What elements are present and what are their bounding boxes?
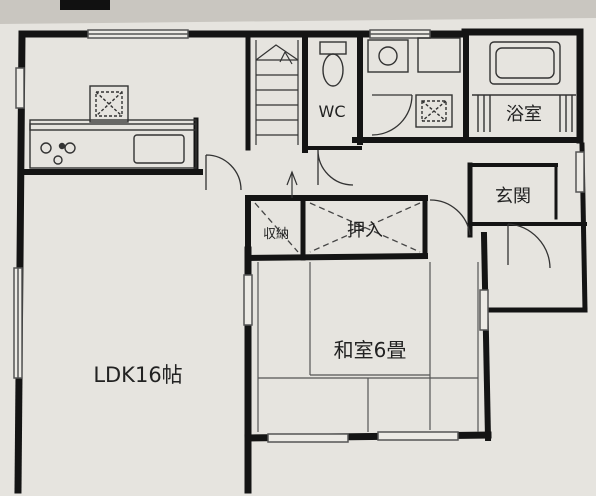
washroom-fixtures <box>367 37 461 128</box>
stove-burner-icon <box>53 155 63 165</box>
window-washitsu-bottom-a <box>267 433 349 443</box>
doors <box>205 94 551 269</box>
range-hood-inner <box>95 91 123 117</box>
room-label-oshiire: 押入 <box>347 220 383 241</box>
window-entrance-right <box>575 151 585 193</box>
washbasin-bowl-icon <box>378 46 398 66</box>
door-wash <box>371 94 413 136</box>
room-label-washitsu: 和室6畳 <box>334 338 407 362</box>
room-label-ldk: LDK16帖 <box>93 363 182 387</box>
interior-walls <box>19 31 587 262</box>
stove-burner-icon <box>40 142 52 154</box>
window-left-upper <box>15 67 25 109</box>
room-label-wc: WC <box>319 102 346 121</box>
door-washitsu <box>429 199 471 236</box>
bathtub-inner <box>495 47 555 79</box>
paper-top-shadow <box>0 0 596 24</box>
wall-storage-bottom <box>244 252 429 262</box>
door-ldk <box>205 154 242 191</box>
wall-left <box>14 30 26 494</box>
wall-washitsu-right <box>480 231 492 442</box>
bathtub-icon <box>489 41 561 85</box>
room-label-genkan: 玄関 <box>495 186 531 207</box>
wc-fixtures <box>319 41 347 87</box>
bath-fixtures <box>472 41 576 132</box>
paper-top-mark <box>60 0 110 10</box>
window-washitsu-left <box>243 274 253 326</box>
washbasin-icon <box>367 39 409 73</box>
room-label-yokushitsu: 浴室 <box>506 104 542 125</box>
stair-arrow-icon <box>279 51 293 65</box>
windows <box>13 29 585 443</box>
sink-icon <box>133 134 185 164</box>
window-washitsu-right <box>479 289 489 331</box>
kitchen-counter <box>29 119 197 169</box>
door-entrance <box>507 223 551 269</box>
stair-up-arrow-icon <box>286 170 298 186</box>
stove-knob-icon <box>58 142 66 150</box>
stair-winder <box>255 44 299 61</box>
window-washitsu-bottom-b <box>377 431 459 441</box>
laundry-machine-inner <box>421 100 447 122</box>
range-hood-cross <box>95 91 123 117</box>
laundry-machine-cross <box>421 100 447 122</box>
storage-markings <box>254 202 421 253</box>
door-wc <box>317 149 354 186</box>
toilet-bowl-icon <box>322 53 344 87</box>
room-label-shunou: 収納 <box>263 227 289 242</box>
kitchen-fixtures <box>29 85 197 169</box>
staircase <box>255 40 299 198</box>
oshiire-cross <box>309 202 421 253</box>
laundry-machine-icon <box>415 94 453 128</box>
stove-burner-icon <box>64 142 76 154</box>
tatami-grid <box>257 262 479 432</box>
range-hood-icon <box>89 85 129 123</box>
laundry-area <box>417 37 461 73</box>
shunou-cross <box>254 202 299 253</box>
kitchen-counter-edge <box>29 123 197 131</box>
